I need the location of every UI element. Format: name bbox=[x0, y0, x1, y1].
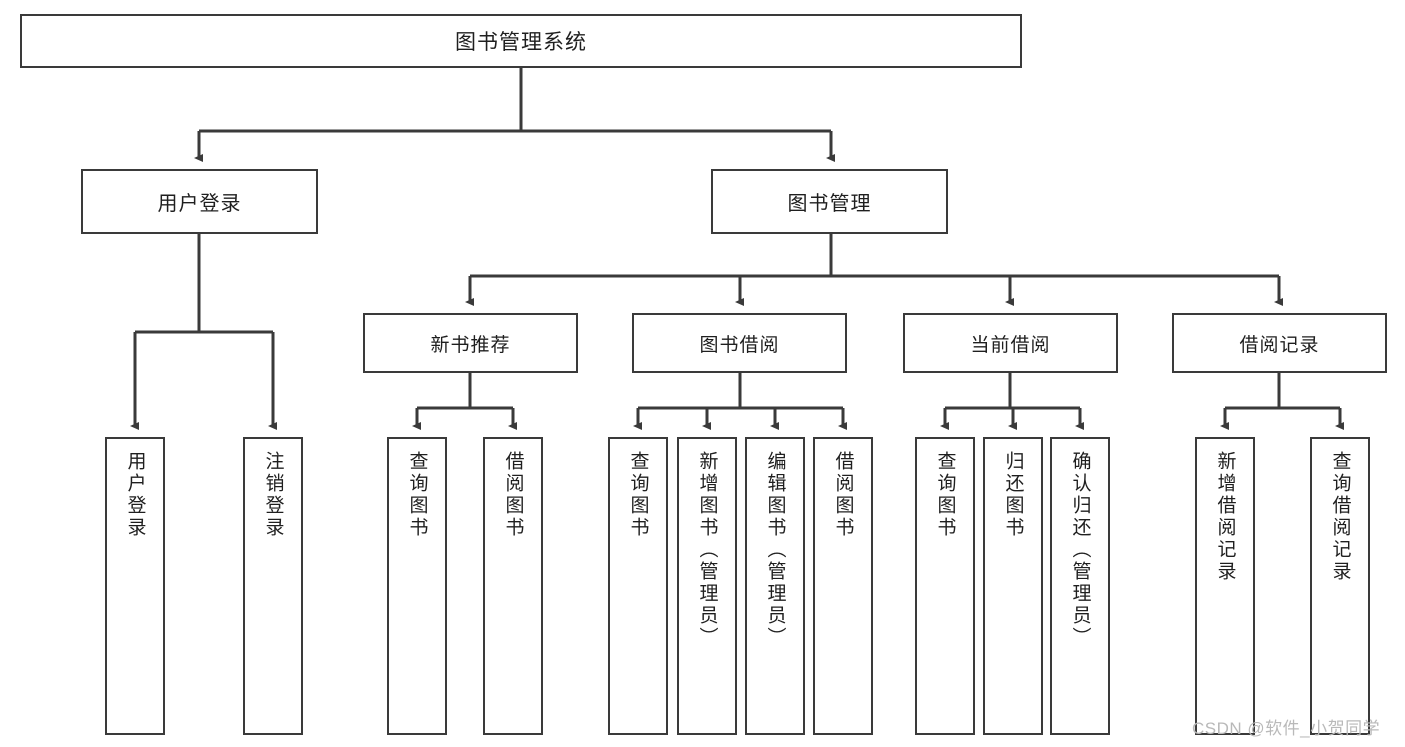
leaf-book-borrow-edit-book-admin[interactable]: 编辑图书（管理员） bbox=[745, 437, 805, 735]
node-label: 查询图书 bbox=[627, 451, 649, 539]
node-label: 新增借阅记录 bbox=[1214, 451, 1236, 583]
node-label: 借阅记录 bbox=[1239, 334, 1320, 356]
leaf-book-borrow-query-book[interactable]: 查询图书 bbox=[608, 437, 668, 735]
node-label: 图书管理系统 bbox=[455, 31, 587, 54]
leaf-current-borrow-return-book[interactable]: 归还图书 bbox=[983, 437, 1043, 735]
leaf-book-borrow-add-book-admin[interactable]: 新增图书（管理员） bbox=[677, 437, 737, 735]
node-user-login[interactable]: 用户登录 bbox=[81, 169, 318, 234]
node-label: 用户登录 bbox=[157, 193, 242, 215]
node-book-borrow[interactable]: 图书借阅 bbox=[632, 313, 847, 373]
leaf-user-login-login[interactable]: 用户登录 bbox=[105, 437, 165, 735]
node-current-borrow[interactable]: 当前借阅 bbox=[903, 313, 1118, 373]
leaf-current-borrow-confirm-return-admin[interactable]: 确认归还（管理员） bbox=[1050, 437, 1110, 735]
watermark-text: CSDN @软件_小贺同学 bbox=[1192, 719, 1381, 738]
node-new-book-recommend[interactable]: 新书推荐 bbox=[363, 313, 578, 373]
leaf-user-login-logout[interactable]: 注销登录 bbox=[243, 437, 303, 735]
node-label: 确认归还（管理员） bbox=[1069, 451, 1091, 649]
node-label: 当前借阅 bbox=[970, 334, 1051, 356]
node-label: 图书管理 bbox=[787, 193, 872, 215]
node-borrow-record[interactable]: 借阅记录 bbox=[1172, 313, 1387, 373]
node-label: 注销登录 bbox=[262, 451, 284, 539]
node-label: 查询图书 bbox=[934, 451, 956, 539]
node-label: 图书借阅 bbox=[699, 334, 780, 356]
node-label: 新书推荐 bbox=[430, 334, 511, 356]
node-label: 借阅图书 bbox=[502, 451, 524, 539]
leaf-current-borrow-query-book[interactable]: 查询图书 bbox=[915, 437, 975, 735]
node-label: 查询借阅记录 bbox=[1329, 451, 1351, 583]
node-label: 用户登录 bbox=[124, 451, 146, 539]
leaf-borrow-record-add-record[interactable]: 新增借阅记录 bbox=[1195, 437, 1255, 735]
leaf-new-book-borrow-book[interactable]: 借阅图书 bbox=[483, 437, 543, 735]
node-book-management[interactable]: 图书管理 bbox=[711, 169, 948, 234]
node-root-book-management-system[interactable]: 图书管理系统 bbox=[20, 14, 1022, 68]
node-label: 查询图书 bbox=[406, 451, 428, 539]
node-label: 新增图书（管理员） bbox=[696, 451, 718, 649]
leaf-borrow-record-query-record[interactable]: 查询借阅记录 bbox=[1310, 437, 1370, 735]
leaf-book-borrow-borrow-book[interactable]: 借阅图书 bbox=[813, 437, 873, 735]
node-label: 借阅图书 bbox=[832, 451, 854, 539]
leaf-new-book-query-book[interactable]: 查询图书 bbox=[387, 437, 447, 735]
node-label: 编辑图书（管理员） bbox=[764, 451, 786, 649]
node-label: 归还图书 bbox=[1002, 451, 1024, 539]
